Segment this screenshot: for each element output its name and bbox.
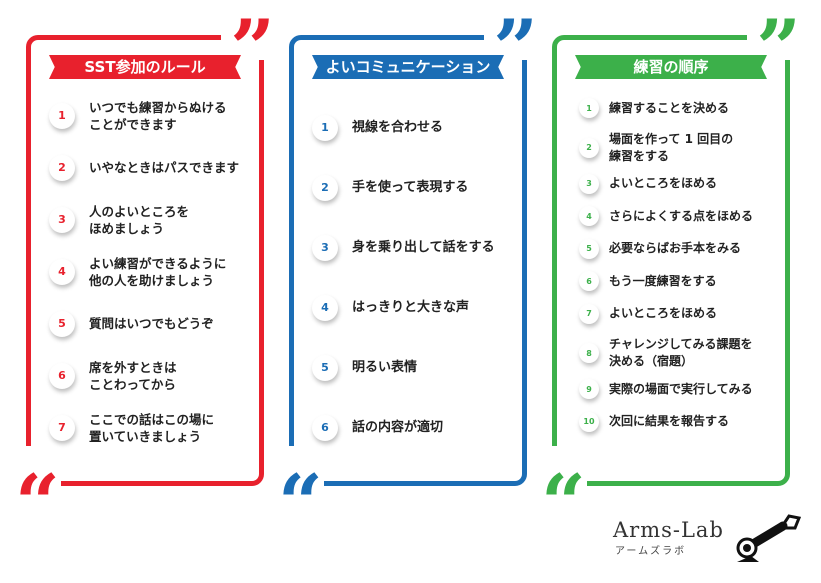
number-badge: 4 xyxy=(312,294,338,321)
robot-arm-icon xyxy=(736,514,802,562)
list-item: 7 ここでの話はこの場に 置いていきましょう xyxy=(49,410,253,445)
open-quote-icon: “ xyxy=(541,458,586,549)
number-badge: 5 xyxy=(579,238,599,259)
list-item: 6 席を外すときは ことわってから xyxy=(49,358,253,393)
item-text: よい練習ができるように 他の人を助けましょう xyxy=(89,255,227,288)
item-text: さらによくする点をほめる xyxy=(609,208,754,223)
list-item: 3 人のよいところを ほめましょう xyxy=(49,202,253,237)
panel-title: 練習の順序 xyxy=(575,55,767,79)
number-badge: 3 xyxy=(579,173,599,194)
number-badge: 7 xyxy=(49,414,75,441)
list-item: 4 さらによくする点をほめる xyxy=(579,206,779,226)
item-text: 話の内容が適切 xyxy=(352,420,444,435)
list-item: 5 必要ならばお手本をみる xyxy=(579,238,779,259)
list-item: 4 よい練習ができるように 他の人を助けましょう xyxy=(49,254,253,289)
list-item: 5 明るい表情 xyxy=(312,350,516,385)
number-badge: 1 xyxy=(312,114,338,141)
arms-lab-logo: Arms-Lab アームズラボ xyxy=(613,518,724,557)
list-item: 5 質問はいつでもどうぞ xyxy=(49,306,253,341)
item-text: 人のよいところを ほめましょう xyxy=(89,203,190,236)
number-badge: 1 xyxy=(579,98,599,118)
number-badge: 10 xyxy=(579,411,599,432)
item-text: 身を乗り出して話をする xyxy=(352,240,495,255)
list-item: 2 手を使って表現する xyxy=(312,170,516,205)
list-item: 9 実際の場面で実行してみる xyxy=(579,379,779,399)
item-text: 質問はいつでもどうぞ xyxy=(89,316,214,331)
number-badge: 1 xyxy=(49,102,75,129)
number-badge: 4 xyxy=(579,206,599,226)
item-text: 練習することを決める xyxy=(609,100,730,115)
list-item: 2 場面を作って 1 回目の 練習をする xyxy=(579,131,779,165)
item-text: もう一度練習をする xyxy=(609,273,717,288)
item-text: 席を外すときは ことわってから xyxy=(89,359,177,392)
list-item: 1 視線を合わせる xyxy=(312,110,516,145)
logo-kana: アームズラボ xyxy=(615,546,687,557)
item-text: いやなときはパスできます xyxy=(89,160,240,175)
list-item: 4 はっきりと大きな声 xyxy=(312,290,516,325)
number-badge: 2 xyxy=(579,137,599,158)
item-text: よいところをほめる xyxy=(609,176,718,190)
item-text: チャレンジしてみる課題を 決める（宿題） xyxy=(609,337,753,368)
number-badge: 2 xyxy=(49,154,75,181)
item-text: はっきりと大きな声 xyxy=(352,300,470,315)
item-text: いつでも練習からぬける ことができます xyxy=(89,99,227,132)
panel-title: よいコミュニケーション xyxy=(312,55,504,79)
panel-title: SST参加のルール xyxy=(49,55,241,79)
item-text: よいところをほめる xyxy=(609,306,718,320)
list-item: 6 もう一度練習をする xyxy=(579,271,779,291)
number-badge: 2 xyxy=(312,174,338,201)
list-item: 2 いやなときはパスできます xyxy=(49,150,253,185)
list-item: 10 次回に結果を報告する xyxy=(579,411,779,432)
number-badge: 7 xyxy=(579,303,599,324)
number-badge: 8 xyxy=(579,343,599,363)
number-badge: 5 xyxy=(49,310,75,337)
item-text: ここでの話はこの場に 置いていきましょう xyxy=(89,411,215,444)
item-text: 必要ならばお手本をみる xyxy=(609,241,742,255)
list-item: 3 よいところをほめる xyxy=(579,173,779,194)
item-text: 次回に結果を報告する xyxy=(609,414,730,428)
number-badge: 3 xyxy=(49,206,75,233)
number-badge: 4 xyxy=(49,258,75,285)
item-list: 1 いつでも練習からぬける ことができます 2 いやなときはパスできます 3 人のよいとこ… xyxy=(49,98,253,462)
item-list: 1 視線を合わせる 2 手を使って表現する 3 身を乗り出して話をする 4 はっきりと大きな声… xyxy=(312,110,516,470)
item-text: 実際の場面で実行してみる xyxy=(609,381,753,396)
list-item: 1 いつでも練習からぬける ことができます xyxy=(49,98,253,133)
open-quote-icon: “ xyxy=(15,458,60,549)
list-item: 6 話の内容が適切 xyxy=(312,410,516,445)
list-item: 7 よいところをほめる xyxy=(579,303,779,324)
item-text: 場面を作って 1 回目の 練習をする xyxy=(609,131,734,163)
number-badge: 9 xyxy=(579,379,599,399)
open-quote-icon: “ xyxy=(278,458,323,549)
number-badge: 6 xyxy=(49,362,75,389)
list-item: 1 練習することを決める xyxy=(579,98,779,118)
item-text: 明るい表情 xyxy=(352,360,418,375)
number-badge: 5 xyxy=(312,354,338,381)
number-badge: 6 xyxy=(579,271,599,291)
item-text: 視線を合わせる xyxy=(352,120,444,135)
item-list: 1 練習することを決める 2 場面を作って 1 回目の 練習をする 3 よいところをほめる… xyxy=(579,98,779,444)
number-badge: 3 xyxy=(312,234,338,261)
item-text: 手を使って表現する xyxy=(352,180,469,195)
logo-name: Arms-Lab xyxy=(613,518,724,542)
list-item: 3 身を乗り出して話をする xyxy=(312,230,516,265)
list-item: 8 チャレンジしてみる課題を 決める（宿題） xyxy=(579,336,779,370)
number-badge: 6 xyxy=(312,414,338,441)
